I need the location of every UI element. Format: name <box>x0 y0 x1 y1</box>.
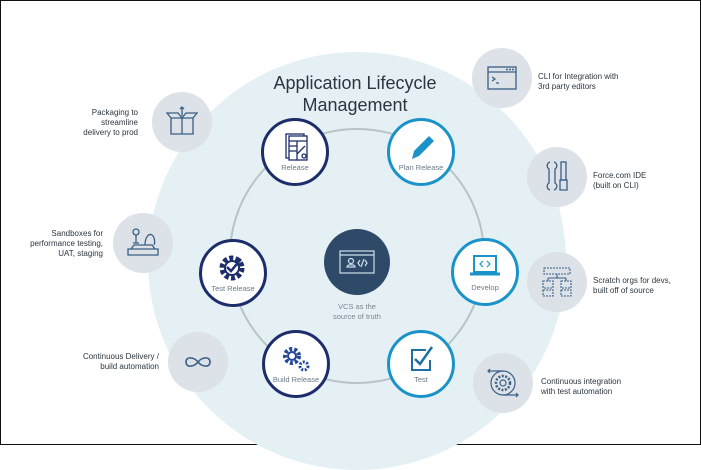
satellite-continuous-delivery <box>168 332 228 392</box>
laptop-code-icon <box>470 255 500 276</box>
infinity-icon <box>185 357 211 367</box>
satellite-sandboxes <box>113 213 173 273</box>
tools-icon <box>546 161 568 191</box>
text-line: Continuous integration <box>541 377 622 386</box>
pencil-icon <box>412 136 434 159</box>
satellite-cli-text: CLI for Integration with 3rd party edito… <box>538 72 618 92</box>
stage-test: Test <box>387 330 455 398</box>
stage-label: Plan Release <box>398 163 444 172</box>
satellite-packaging-text: Packaging to streamline delivery to prod <box>83 108 138 138</box>
text-line: Sandboxes for <box>51 229 103 238</box>
stage-label: Develop <box>471 283 499 292</box>
stage-release: Release <box>261 118 329 186</box>
text-line: streamline <box>101 118 138 127</box>
text-line: Packaging to <box>91 108 138 117</box>
stage-develop: Develop <box>451 238 519 306</box>
text-line: UAT, staging <box>58 249 103 258</box>
checkbox-icon <box>411 346 434 371</box>
terminal-icon <box>487 66 517 90</box>
text-line: Continuous Delivery / <box>82 352 159 361</box>
diagram-title: Application Lifecycle Management <box>255 72 455 116</box>
report-icon <box>285 133 308 161</box>
gears-icon <box>283 347 310 372</box>
code-window-icon <box>339 250 375 274</box>
text-line: built off of source <box>593 286 654 295</box>
text-line: performance testing, <box>30 239 103 248</box>
sandbox-icon <box>127 228 159 256</box>
gear-cycle-icon <box>487 368 519 398</box>
satellite-scratch-orgs-text: Scratch orgs for devs, built off of sour… <box>593 276 671 296</box>
box-icon <box>165 106 199 135</box>
text-line: build automation <box>100 362 159 371</box>
satellite-packaging <box>152 92 212 152</box>
text-line: Scratch orgs for devs, <box>593 276 671 285</box>
text-line: delivery to prod <box>83 128 138 137</box>
text-line: CLI for Integration with <box>538 72 619 81</box>
text-line: Force.com IDE <box>593 171 647 180</box>
title-line: Application Lifecycle <box>273 73 437 93</box>
stage-label: Release <box>281 163 309 172</box>
satellite-force-ide-text: Force.com IDE (built on CLI) <box>593 171 646 191</box>
satellite-scratch-orgs <box>527 252 587 312</box>
org-chart-icon <box>542 267 572 297</box>
text-line: (built on CLI) <box>593 181 639 190</box>
stage-build-release: Build Release <box>262 330 330 398</box>
stage-label: Test Release <box>211 284 255 293</box>
satellite-sandboxes-text: Sandboxes for performance testing, UAT, … <box>30 229 103 259</box>
text-line: with test automation <box>541 387 613 396</box>
text-line: 3rd party editors <box>538 82 596 91</box>
satellite-force-ide <box>527 147 587 207</box>
gear-check-icon <box>219 255 245 281</box>
satellite-continuous-delivery-text: Continuous Delivery / build automation <box>83 352 159 372</box>
stage-label: Test <box>414 375 428 384</box>
stage-plan-release: Plan Release <box>387 118 455 186</box>
stage-label: Build Release <box>272 375 320 384</box>
vcs-center <box>324 229 390 295</box>
title-line: Management <box>302 95 408 115</box>
stage-test-release: Test Release <box>199 239 267 307</box>
satellite-continuous-integration-text: Continuous integration with test automat… <box>541 377 621 397</box>
satellite-continuous-integration <box>473 353 533 413</box>
caption-line: source of truth <box>333 312 381 321</box>
vcs-caption: VCS as the source of truth <box>307 302 407 322</box>
caption-line: VCS as the <box>338 302 376 311</box>
satellite-cli <box>472 48 532 108</box>
